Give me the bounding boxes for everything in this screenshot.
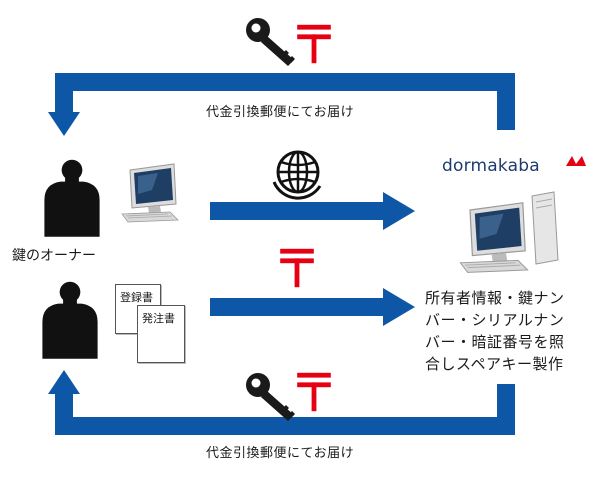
internet-arrowhead: [383, 192, 415, 230]
top-return-arrow: [55, 73, 515, 130]
dealer-line-3: バー・暗証番号を照: [425, 333, 565, 351]
key-icon: [246, 373, 295, 421]
order-form-label: 発注書: [142, 312, 175, 325]
dealer-line-1: 所有者情報・鍵ナン: [425, 289, 565, 307]
dealer-description: 所有者情報・鍵ナン バー・シリアルナン バー・暗証番号を照 合しスペアキー製作: [425, 287, 565, 375]
computer-icon: [459, 202, 529, 273]
person-icon: [44, 159, 100, 237]
globe-icon: [272, 150, 322, 200]
bottom-return-arrowhead: [48, 370, 80, 394]
computer-tower-icon: [531, 191, 559, 265]
dealer-line-2: バー・シリアルナン: [425, 311, 565, 329]
bottom-arrow-caption: 代金引換郵便にてお届け: [206, 446, 355, 461]
document-icon: 発注書: [137, 305, 185, 363]
dealer-line-4: 合しスペアキー製作: [425, 355, 564, 373]
postal-mark-icon: [297, 24, 331, 64]
bottom-return-arrow: [55, 384, 515, 435]
dormakaba-logo-mark: [566, 156, 586, 166]
brand-name: dormakaba: [442, 156, 540, 176]
person-icon: [42, 281, 98, 359]
postal-mark-icon: [297, 372, 331, 412]
owner-label: 鍵のオーナー: [12, 248, 96, 264]
top-return-arrowhead: [48, 112, 80, 136]
key-icon: [246, 18, 295, 66]
internet-arrow-shaft: [210, 202, 385, 220]
computer-icon: [121, 163, 179, 223]
postal-arrowhead: [383, 288, 415, 326]
registration-form-label: 登録書: [120, 291, 153, 304]
postal-mark-icon: [280, 248, 314, 288]
top-arrow-caption: 代金引換郵便にてお届け: [206, 105, 355, 120]
postal-arrow-shaft: [210, 298, 385, 316]
